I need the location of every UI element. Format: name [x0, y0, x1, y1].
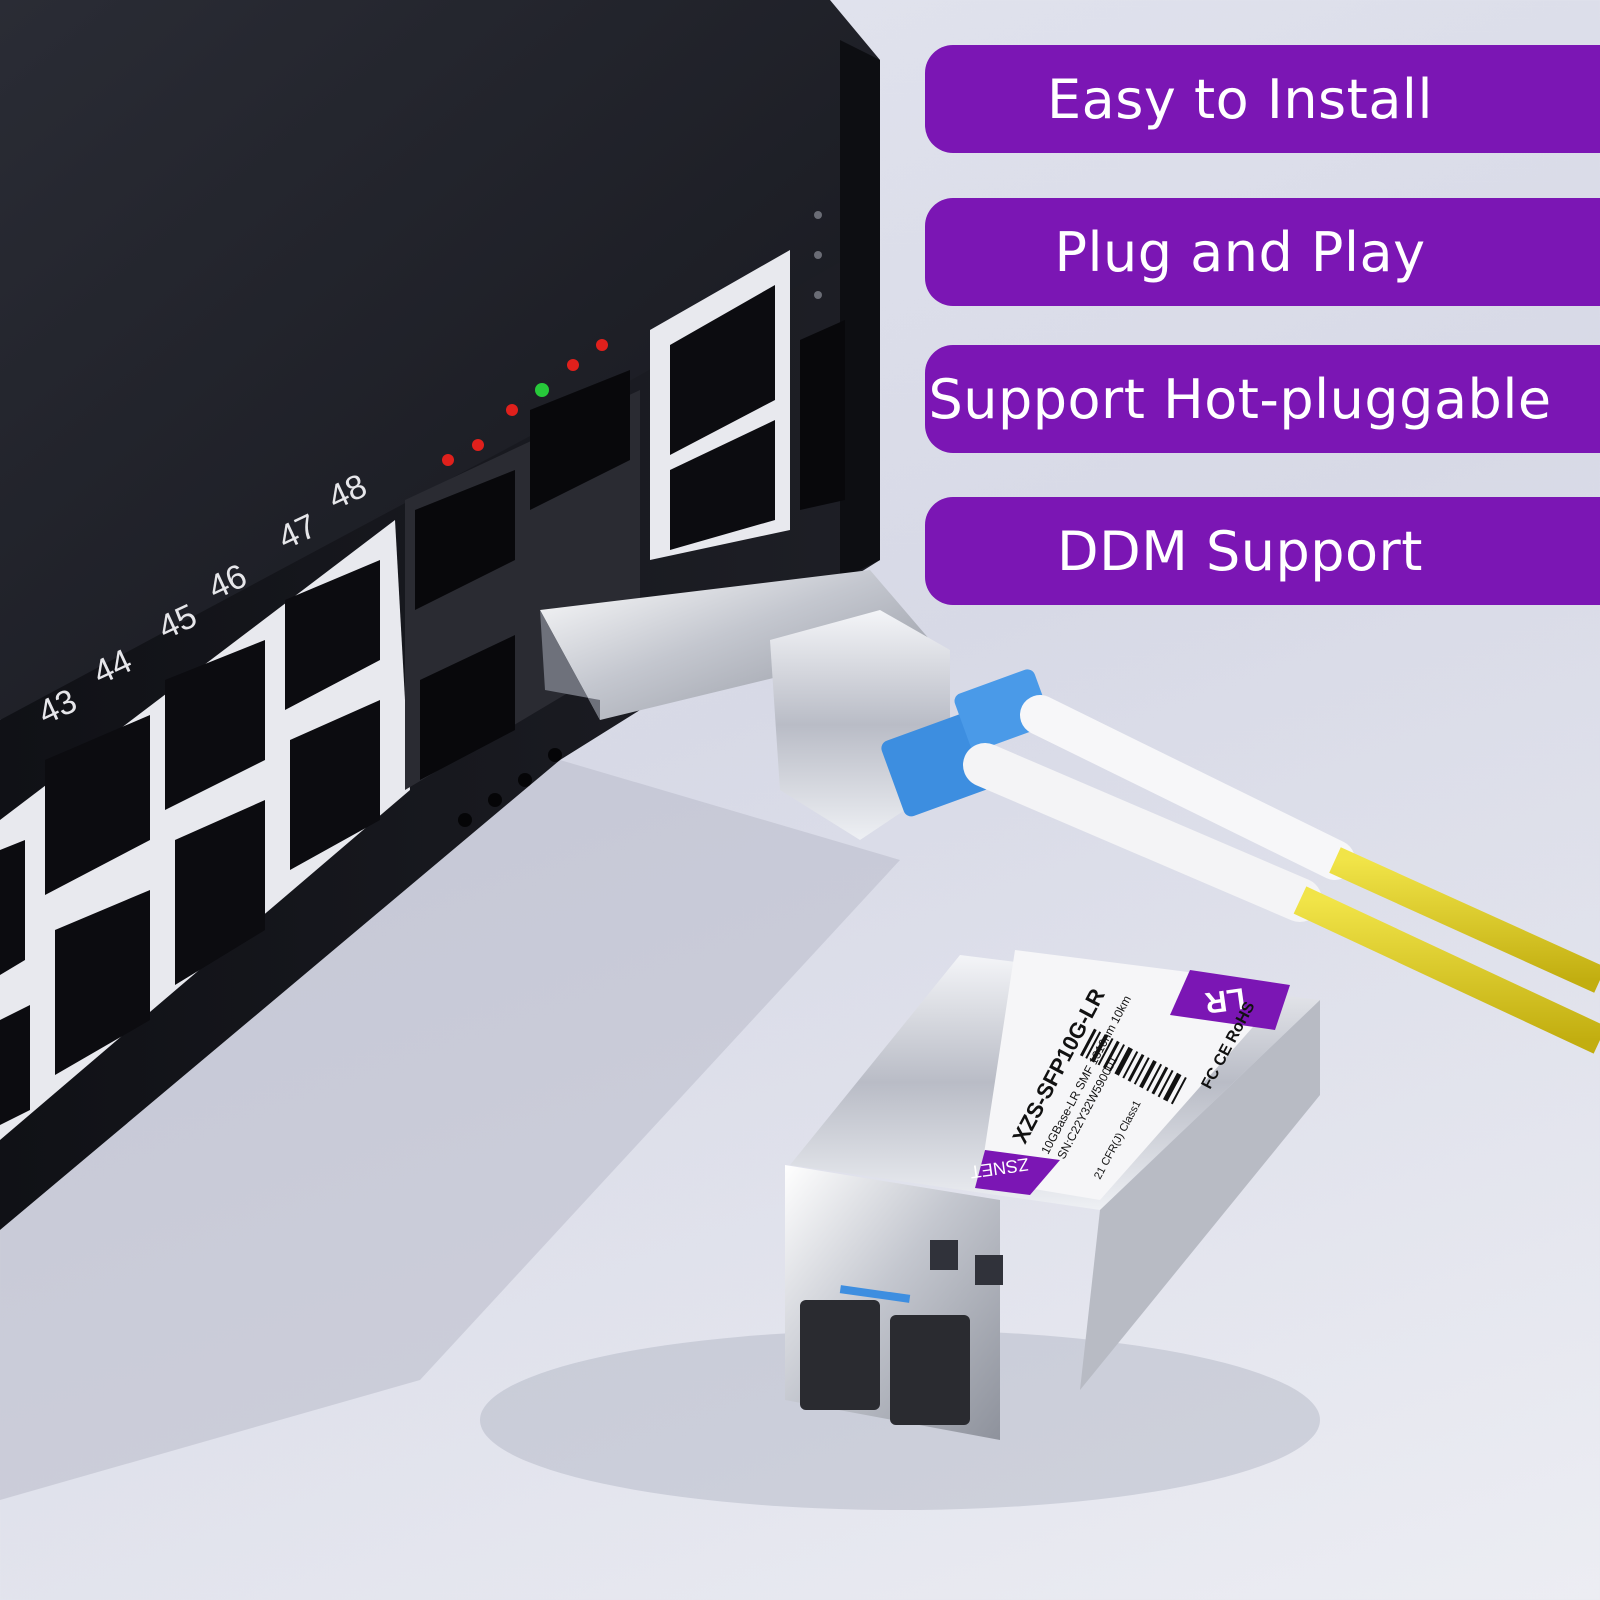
- console-port: [800, 320, 845, 510]
- feature-badge-hot-pluggable: Support Hot-pluggable: [925, 345, 1600, 453]
- rj45-port: [175, 800, 265, 985]
- uplink-port: [670, 420, 775, 550]
- standalone-sfp-module: LR XZS-SFP10G-LR 10GBase-LR SMF 1310nm 1…: [785, 950, 1320, 1440]
- feature-badge-easy-install: Easy to Install: [925, 45, 1600, 153]
- uplink-port: [670, 285, 775, 455]
- feature-label: DDM Support: [1057, 519, 1423, 583]
- sfp-vent: [930, 1240, 958, 1270]
- network-switch: 43 44 45 46 47 48: [0, 0, 880, 1230]
- fiber-patch-cable: [963, 695, 1600, 1054]
- fiber-boot: [963, 743, 1322, 922]
- feature-label: Support Hot-pluggable: [928, 367, 1552, 431]
- blue-connector: [954, 669, 1051, 751]
- sfp-latch-blue: [839, 1285, 911, 1303]
- rj45-port: [55, 890, 150, 1075]
- rj45-port: [285, 560, 380, 710]
- feature-label: Easy to Install: [1047, 67, 1433, 131]
- sfp-port: [530, 370, 630, 510]
- led-red: [567, 359, 579, 371]
- led-red: [472, 439, 484, 451]
- feature-badge-plug-and-play: Plug and Play: [925, 198, 1600, 306]
- feature-label: Plug and Play: [1054, 220, 1426, 284]
- rj45-port: [0, 840, 25, 975]
- switch-shadow: [0, 760, 900, 1500]
- fiber-yellow: [1329, 847, 1600, 993]
- switch-right-edge: [840, 40, 880, 580]
- sfp-label-band: [975, 1150, 1060, 1195]
- module-type-code: LR: [1203, 981, 1248, 1019]
- lc-port: [890, 1315, 970, 1425]
- sfp-housing-side: [540, 610, 600, 720]
- status-leds: [442, 339, 608, 466]
- rj45-port: [165, 640, 265, 810]
- fiber-boot: [1020, 695, 1355, 880]
- led-red: [442, 454, 454, 466]
- blue-connector: [881, 713, 994, 817]
- led-green: [535, 383, 549, 397]
- sfp-body-side: [1080, 1000, 1320, 1390]
- rj45-port: [0, 1005, 30, 1125]
- rj45-port: [290, 700, 380, 870]
- fiber-yellow: [1293, 886, 1600, 1054]
- rj45-port: [45, 715, 150, 895]
- lc-port: [800, 1300, 880, 1410]
- feature-badge-ddm-support: DDM Support: [925, 497, 1600, 605]
- sfp-port: [420, 635, 515, 780]
- led-red: [506, 404, 518, 416]
- barcode: [1079, 1028, 1187, 1105]
- sfp-port: [415, 470, 515, 610]
- inserted-sfp-module: [540, 570, 1051, 840]
- sfp-housing: [540, 570, 930, 720]
- sfp-label-band: [1170, 970, 1290, 1030]
- sfp-vent: [975, 1255, 1003, 1285]
- led-red: [596, 339, 608, 351]
- rj45-ports: [0, 560, 380, 1125]
- sfp-ports: [415, 370, 630, 780]
